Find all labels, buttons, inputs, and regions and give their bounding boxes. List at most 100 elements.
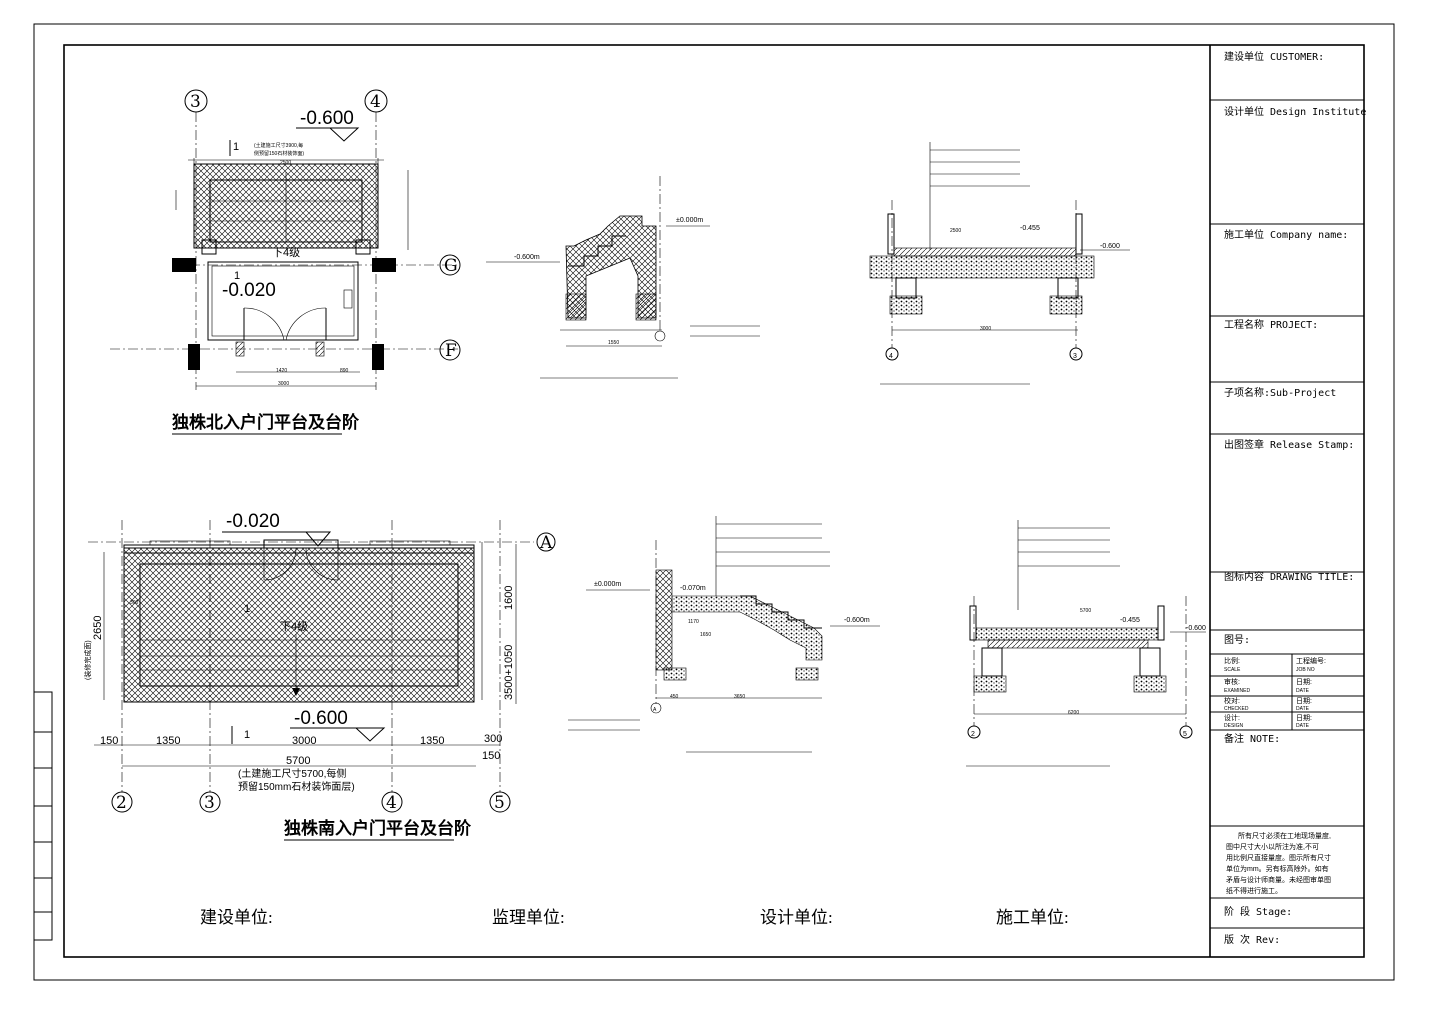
- tb-design-institute: 设计单位 Design Institute: [1224, 105, 1366, 118]
- outer-border: [33, 23, 1395, 981]
- tb-note: 备注 NOTE:: [1224, 732, 1280, 745]
- tb-rev: 版 次 Rev:: [1224, 933, 1280, 946]
- dim-300: 300: [484, 733, 502, 745]
- side-note: (装修完成面): [83, 640, 92, 680]
- s3-dim-c: 3650: [734, 694, 745, 700]
- tb-job-no: 工程编号:: [1296, 656, 1326, 665]
- tb-job-no-en: JOB NO: [1296, 667, 1315, 673]
- tb-customer: 建设单位 CUSTOMER:: [1224, 50, 1324, 63]
- s4-level-b: -0.600: [1186, 625, 1206, 632]
- axis-bubble-f: F: [445, 341, 457, 361]
- north-mark-1: 1: [234, 270, 240, 282]
- s3-level-c: -0.600m: [844, 617, 870, 624]
- s2-level-b: -0.600: [1100, 243, 1120, 250]
- s2-level-a: -0.455: [1020, 225, 1040, 232]
- s1-level-b: -0.600m: [514, 254, 540, 261]
- sign-owner: 建设单位:: [200, 908, 273, 927]
- tb-examined-en: EXAMINED: [1224, 688, 1251, 694]
- dim-3000: 3000: [278, 381, 289, 387]
- tb-note-line: 单位为mm。另有标高除外。如有: [1226, 864, 1329, 873]
- s3-dim-a: 1170: [688, 619, 699, 625]
- section-north-platform: -0.455 -0.600 2500 3000 4 3: [869, 142, 1130, 385]
- tb-scale: 比例:: [1224, 656, 1240, 665]
- tb-note-line: 矛盾与设计师商量。未经图审单图: [1226, 875, 1331, 884]
- tb-sub-project: 子项名称:Sub-Project: [1224, 386, 1336, 399]
- axis-bubble-3: 3: [190, 92, 201, 112]
- s2-axis-b: 3: [1073, 353, 1077, 360]
- signature-row: 建设单位: 监理单位: 设计单位: 施工单位:: [200, 908, 1069, 927]
- south-mark-1b: 1: [244, 729, 250, 741]
- s3-axis: A: [653, 707, 657, 713]
- dim-890: 890: [340, 368, 349, 374]
- s3-level-b: -0.070m: [680, 585, 706, 592]
- s3-dim-b: 1650: [700, 632, 711, 638]
- tb-examined: 审核:: [1224, 677, 1240, 686]
- binding-strip: [33, 691, 53, 941]
- tb-note-line: 所有尺寸必须在工地现场量度,: [1238, 831, 1331, 840]
- level-mark: -0.600: [300, 108, 354, 129]
- south-step-label: 下4级: [280, 620, 308, 633]
- dim-1600: 1600: [503, 586, 515, 610]
- south-note-2: 预留150mm石材装饰面层): [238, 780, 355, 793]
- south-plan-title: 独株南入户门平台及台阶: [284, 818, 472, 838]
- s3-level-a: ±0.000m: [594, 581, 621, 588]
- dim-2500: 2500: [280, 160, 291, 166]
- dim-3000: 3000: [292, 735, 316, 747]
- axis-bubble-5: 5: [494, 793, 505, 813]
- tb-note-line: 图中尺寸大小以所注为准,不可: [1226, 842, 1319, 851]
- s3-dim-d: 450: [670, 694, 679, 700]
- tb-date1: 日期:: [1296, 678, 1312, 686]
- level-inner: -0.020: [222, 280, 276, 301]
- dim-3500: 3500+1050: [503, 645, 515, 700]
- level-top: -0.020: [226, 511, 280, 532]
- step-label: 下4级: [272, 246, 300, 259]
- north-note-1: (土建施工尺寸3900,每: [254, 142, 303, 149]
- south-wall-mark: 300: [130, 600, 139, 606]
- s4-level-a: -0.455: [1120, 617, 1140, 624]
- dim-2650: 2650: [92, 616, 104, 640]
- south-mark-1: 1: [244, 603, 250, 615]
- axis-bubble-4: 4: [370, 92, 381, 112]
- axis-bubble-4: 4: [386, 793, 397, 813]
- axis-bubble-2: 2: [116, 793, 127, 813]
- s4-axis-a: 2: [971, 731, 975, 738]
- south-entrance-plan: -0.020 A 下4级 1 300 -0.600 1: [83, 511, 556, 841]
- s1-dim: 1550: [608, 340, 619, 346]
- s4-axis-b: 5: [1183, 731, 1187, 738]
- s1-level-a: ±0.000m: [676, 217, 703, 224]
- tb-company: 施工单位 Company name:: [1224, 228, 1348, 241]
- tb-stage: 阶 段 Stage:: [1224, 905, 1292, 918]
- axis-bubble-3: 3: [204, 793, 215, 813]
- tb-design: 设计:: [1224, 713, 1240, 722]
- tb-release-stamp: 出图签章 Release Stamp:: [1224, 438, 1354, 451]
- section-south-steps: ±0.000m -0.070m -0.600m 1170 1650 3650 4…: [568, 516, 880, 753]
- south-note-1: (土建施工尺寸5700,每侧: [238, 767, 346, 780]
- tb-date3: 日期:: [1296, 714, 1312, 722]
- dim-1350b: 1350: [420, 735, 444, 747]
- tb-date2-en: DATE: [1296, 706, 1310, 712]
- section-mark: 1: [233, 141, 239, 153]
- tb-design-en: DESIGN: [1224, 723, 1244, 729]
- tb-checked: 校对:: [1224, 696, 1240, 705]
- tb-drawing-no: 图号:: [1224, 634, 1250, 646]
- tb-date1-en: DATE: [1296, 688, 1310, 694]
- tb-note-line: 用比例尺直接量度。图示所有尺寸: [1226, 853, 1331, 862]
- dim-1350a: 1350: [156, 735, 180, 747]
- tb-checked-en: CHECKED: [1224, 706, 1249, 712]
- tb-date2: 日期:: [1296, 697, 1312, 705]
- north-plan-title: 独株北入户门平台及台阶: [172, 412, 360, 432]
- tb-scale-en: SCALE: [1224, 667, 1241, 673]
- s2-dim-a: 2500: [950, 228, 961, 234]
- sign-supervisor: 监理单位:: [492, 908, 565, 927]
- dim-1420: 1420: [276, 368, 287, 374]
- level-bottom: -0.600: [294, 708, 348, 729]
- section-south-platform: -0.455 -0.600 5700 6200 2 5: [966, 520, 1206, 767]
- tb-drawing-title: 图标内容 DRAWING TITLE:: [1224, 570, 1354, 583]
- s4-dim-a: 5700: [1080, 608, 1091, 614]
- inner-border: [63, 44, 1365, 958]
- dim-150b: 150: [482, 750, 500, 762]
- section-north-steps: ±0.000m -0.600m 1550: [486, 176, 760, 379]
- tb-project: 工程名称 PROJECT:: [1224, 318, 1318, 331]
- tb-date3-en: DATE: [1296, 723, 1310, 729]
